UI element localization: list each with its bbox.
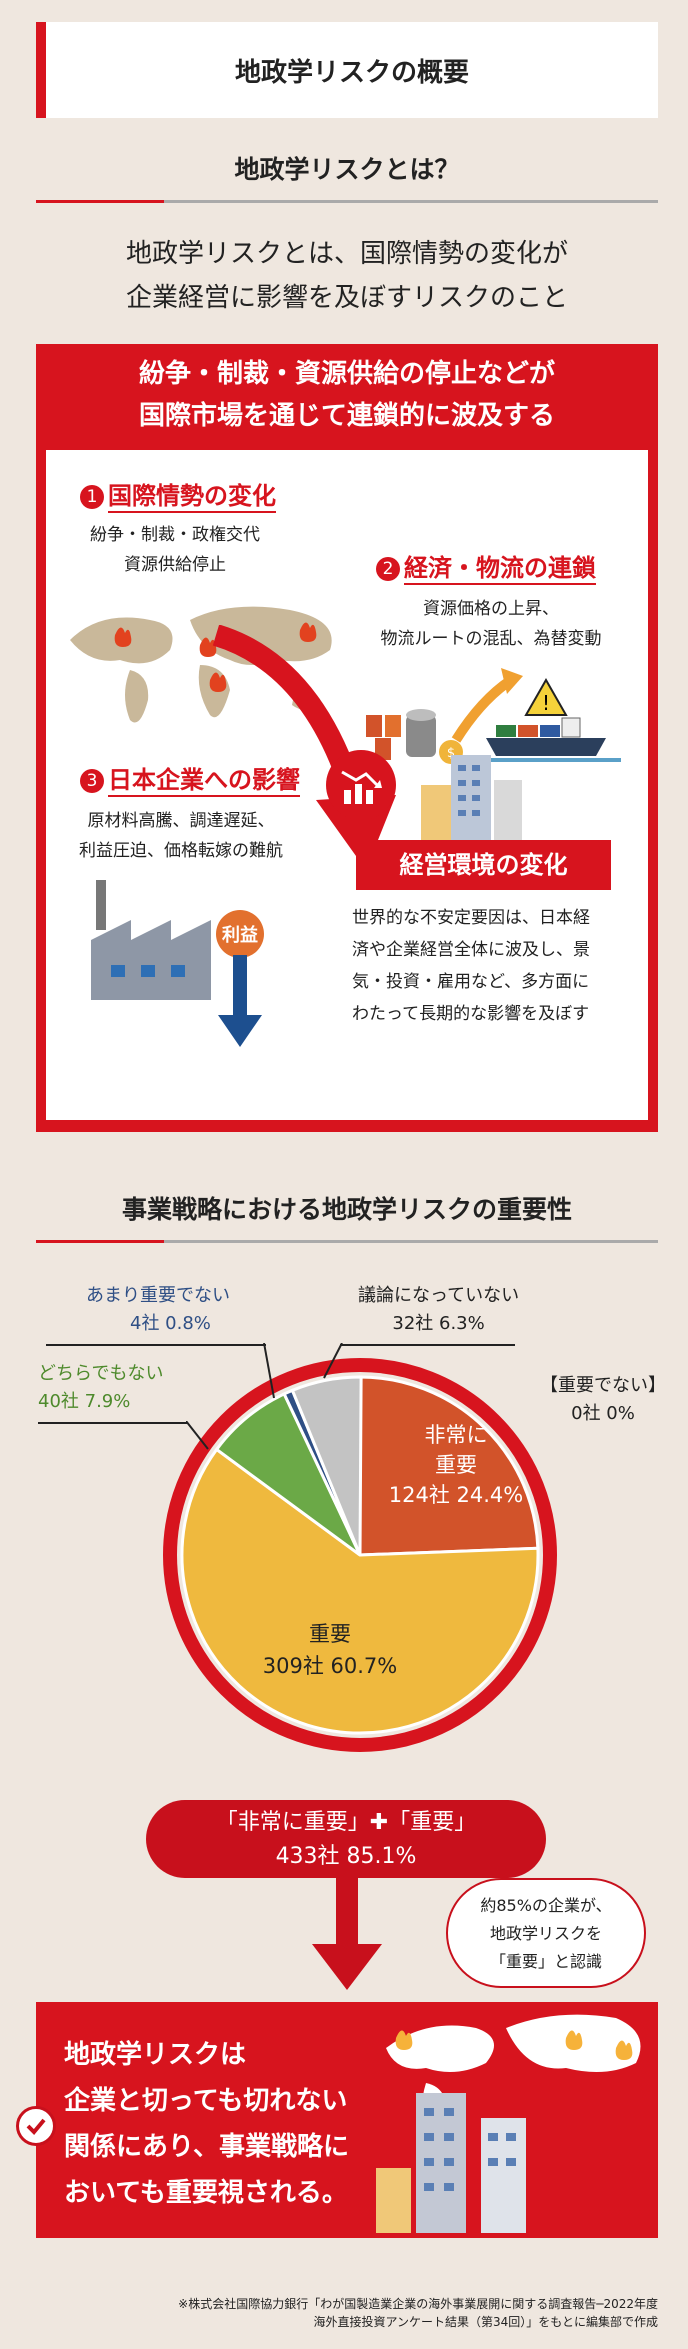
conclusion-panel: 地政学リスクは 企業と切っても切れない 関係にあり、事業戦略に おいても重要視さ… bbox=[16, 2002, 658, 2238]
item2-line1: 資源価格の上昇、 bbox=[423, 599, 559, 619]
conclusion-line1: 地政学リスクは bbox=[64, 2040, 247, 2070]
leader-line bbox=[186, 1421, 209, 1450]
label-important-2: 309社 60.7% bbox=[262, 1654, 398, 1678]
lead-line-1: 地政学リスクとは、国際情勢の変化が bbox=[125, 239, 568, 269]
item2-line2: 物流ルートの混乱、為替変動 bbox=[380, 629, 602, 649]
pie-slice-4 bbox=[290, 1375, 363, 1556]
pie-slice-1 bbox=[180, 1447, 540, 1735]
section-divider bbox=[36, 200, 658, 203]
result-line2: 済や企業経営全体に波及し、景 bbox=[352, 940, 590, 960]
label-very-important-1: 非常に bbox=[424, 1423, 488, 1447]
leader-line bbox=[340, 1344, 515, 1346]
label-not-discussed-1: 議論になっていない bbox=[358, 1285, 520, 1306]
result-line4: わたって長期的な影響を及ぼす bbox=[352, 1004, 590, 1024]
panel-heading-2: 国際市場を通じて連鎖的に波及する bbox=[138, 401, 555, 431]
item1-title: 国際情勢の変化 bbox=[108, 476, 276, 513]
summary-pill: 「非常に重要」✚「重要」 433社 85.1% bbox=[146, 1800, 546, 1878]
buildings-icon bbox=[421, 755, 522, 840]
conclusion-line2: 企業と切っても切れない bbox=[64, 2086, 348, 2116]
footnote-line1: ※株式会社国際協力銀行「わが国製造業企業の海外事業展開に関する調査報告─2022… bbox=[178, 2297, 658, 2311]
down-arrow-icon bbox=[218, 955, 262, 1047]
item1-line1: 紛争・制裁・政権交代 bbox=[90, 525, 260, 545]
profit-badge: 利益 bbox=[216, 910, 264, 958]
svg-text:!: ! bbox=[542, 691, 550, 715]
label-neither-1: どちらでもない bbox=[38, 1363, 164, 1384]
conclusion-line3: 関係にあり、事業戦略に bbox=[64, 2132, 349, 2162]
label-not-important-2: 0社 0% bbox=[571, 1403, 635, 1424]
factory-icon bbox=[91, 880, 211, 1000]
label-not-discussed-2: 32社 6.3% bbox=[392, 1313, 485, 1334]
section-heading: 地政学リスクとは？ bbox=[234, 155, 460, 184]
lead-line-2: 企業経営に影響を及ぼすリスクのこと bbox=[125, 283, 568, 313]
summary-line1: 「非常に重要」✚「重要」 bbox=[215, 1810, 477, 1835]
label-not-very-1: あまり重要でない bbox=[86, 1285, 230, 1306]
bubble-line1: 約85%の企業が、 bbox=[480, 1896, 612, 1915]
item3-line1: 原材料高騰、調達遅延、 bbox=[87, 811, 275, 831]
section2-divider bbox=[36, 1240, 658, 1243]
pie-slice-0 bbox=[358, 1375, 540, 1557]
panel-heading-1: 紛争・制裁・資源供給の停止などが bbox=[138, 359, 555, 389]
summary-arrow-icon bbox=[312, 1944, 382, 1990]
label-neither-2: 40社 7.9% bbox=[38, 1391, 131, 1412]
chart-down-icon bbox=[326, 750, 396, 820]
label-not-very-2: 4社 0.8% bbox=[130, 1313, 211, 1334]
result-banner: 経営環境の変化 bbox=[356, 840, 611, 890]
svg-text:$: $ bbox=[447, 746, 455, 761]
bubble-line2: 地政学リスクを bbox=[489, 1924, 602, 1943]
conclusion-line4: おいても重要視される。 bbox=[64, 2178, 348, 2208]
bubble-line3: 「重要」と認識 bbox=[489, 1952, 602, 1971]
result-line1: 世界的な不安定要因は、日本経 bbox=[352, 908, 590, 928]
speech-bubble: 約85%の企業が、 地政学リスクを 「重要」と認識 bbox=[446, 1878, 646, 1988]
not-important-ring bbox=[163, 1358, 557, 1752]
world-map-icon bbox=[70, 606, 332, 723]
leader-line bbox=[38, 1422, 188, 1424]
section2-heading: 事業戦略における地政学リスクの重要性 bbox=[121, 1195, 572, 1224]
item3-number: 3 bbox=[80, 769, 104, 793]
item1-line2: 資源供給停止 bbox=[124, 555, 226, 575]
footnote-line2: 海外直接投資アンケート結果（第34回）」をもとに編集部で作成 bbox=[313, 2315, 658, 2329]
summary-line2: 433社 85.1% bbox=[275, 1844, 417, 1869]
pie-chart bbox=[163, 1358, 557, 1752]
item2-title: 経済・物流の連鎖 bbox=[404, 548, 596, 585]
check-icon bbox=[16, 2106, 56, 2146]
item2-number: 2 bbox=[376, 557, 400, 581]
item3-line2: 利益圧迫、価格転嫁の難航 bbox=[79, 841, 283, 861]
label-important-1: 重要 bbox=[309, 1622, 351, 1646]
footnote: ※株式会社国際協力銀行「わが国製造業企業の海外事業展開に関する調査報告─2022… bbox=[178, 2295, 658, 2331]
item1-number: 1 bbox=[80, 485, 104, 509]
label-not-important-1: 【重要でない】 bbox=[540, 1375, 666, 1396]
leader-line bbox=[46, 1344, 266, 1346]
leader-line bbox=[323, 1343, 343, 1379]
leader-line bbox=[263, 1343, 275, 1399]
result-text: 世界的な不安定要因は、日本経 済や企業経営全体に波及し、景 気・投資・雇用など、… bbox=[352, 902, 632, 1030]
summary-arrow-stem bbox=[336, 1878, 358, 1948]
logistics-icon: $ ! bbox=[366, 668, 621, 764]
label-very-important-2: 重要 bbox=[435, 1453, 477, 1477]
world-city-icon bbox=[376, 2014, 641, 2233]
result-line3: 気・投資・雇用など、多方面に bbox=[352, 972, 590, 992]
item3-title: 日本企業への影響 bbox=[108, 760, 300, 797]
page-title: 地政学リスクの概要 bbox=[36, 22, 658, 118]
conclusion-text: 地政学リスクは 企業と切っても切れない 関係にあり、事業戦略に おいても重要視さ… bbox=[64, 2032, 349, 2216]
label-very-important-3: 124社 24.4% bbox=[388, 1483, 524, 1507]
